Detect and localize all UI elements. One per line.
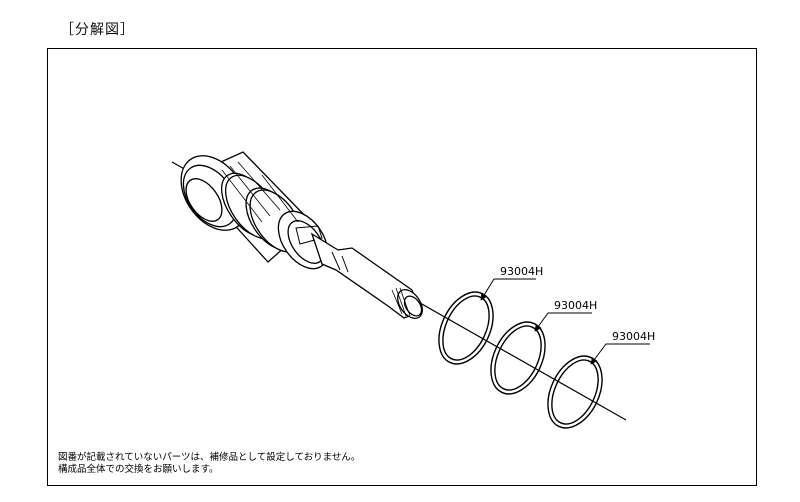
o-ring [490,321,546,395]
diagram-heading: ［分解図］ [60,22,135,38]
footnote-line: 構成品全体での交換をお願いします。 [58,463,219,475]
callout-label: 93004H [612,330,655,343]
footnote-line: 図番が記載されていないパーツは、補修品として設定しておりません。 [58,452,361,463]
callout-label: 93004H [554,299,597,312]
callout-label: 93004H [500,265,543,278]
callout-leader [534,312,592,332]
footnote: 図番が記載されていないパーツは、補修品として設定しておりません。 構成品全体での… [58,452,360,475]
diagram-frame [47,48,757,486]
callout-leader [480,278,536,301]
callout-leader [590,343,650,365]
cartridge-assembly [180,151,423,319]
o-ring [547,355,603,429]
